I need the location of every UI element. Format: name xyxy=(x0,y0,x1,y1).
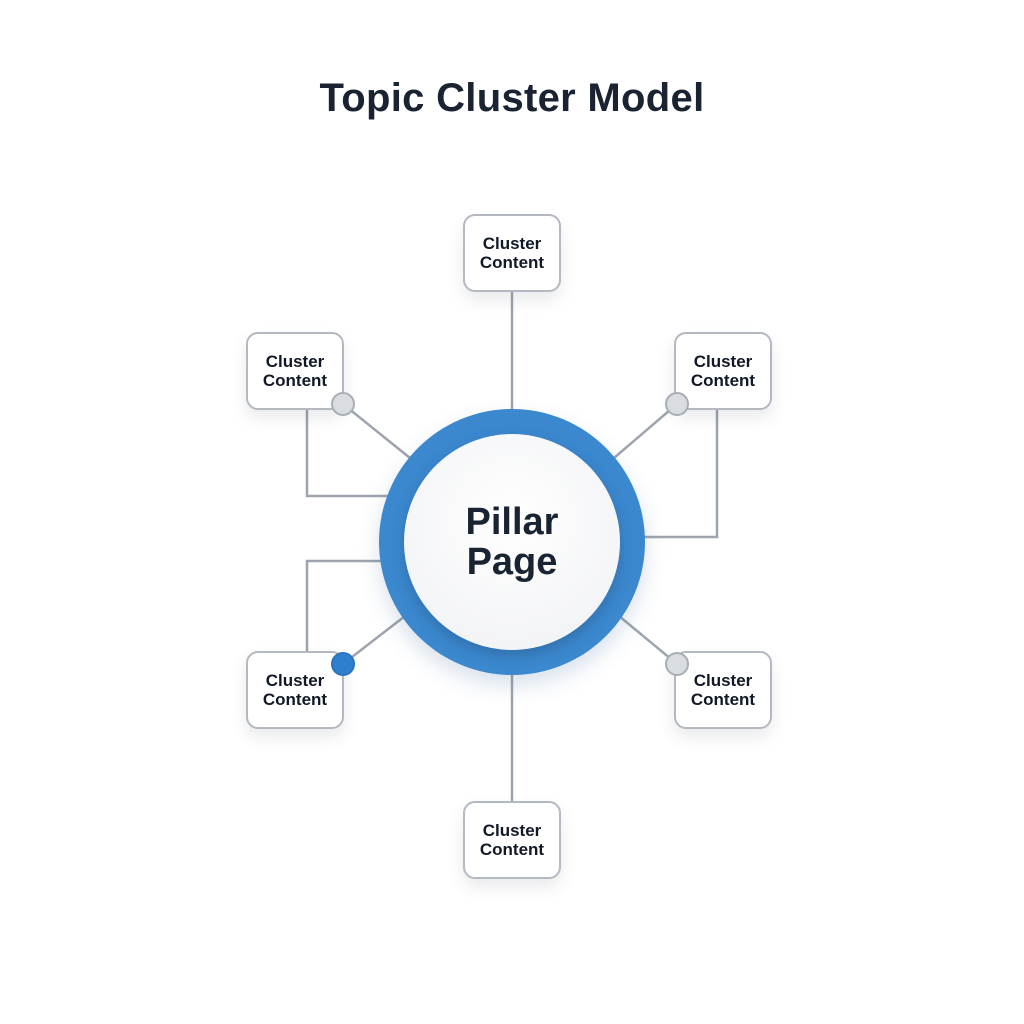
pillar-page-node[interactable]: Pillar Page xyxy=(404,434,620,650)
cluster-node-line2: Content xyxy=(479,253,545,272)
pillar-label-line2: Page xyxy=(466,541,558,583)
cluster-node-line2: Content xyxy=(690,690,756,709)
cluster-node-line2: Content xyxy=(262,371,328,390)
cluster-node-line1: Cluster xyxy=(693,671,753,690)
link-bottom-left-elbow xyxy=(305,559,384,654)
cluster-node-line1: Cluster xyxy=(482,821,542,840)
cluster-node-line1: Cluster xyxy=(265,671,325,690)
link-bottom-left-diagonal xyxy=(341,614,407,666)
cluster-node-line1: Cluster xyxy=(482,234,542,253)
cluster-node-line2: Content xyxy=(262,690,328,709)
cluster-node-line2: Content xyxy=(479,840,545,859)
cluster-node-line2: Content xyxy=(690,371,756,390)
cluster-node-line1: Cluster xyxy=(693,352,753,371)
pillar-label-line1: Pillar xyxy=(465,501,559,543)
cluster-content-node-top-right[interactable]: Cluster Content xyxy=(674,332,772,410)
connector-dot-top-right[interactable] xyxy=(665,392,689,416)
cluster-content-node-bottom-right[interactable]: Cluster Content xyxy=(674,651,772,729)
link-top-right-diagonal xyxy=(612,402,679,460)
cluster-content-node-bottom[interactable]: Cluster Content xyxy=(463,801,561,879)
cluster-content-node-bottom-left[interactable]: Cluster Content xyxy=(246,651,344,729)
diagram-title: Topic Cluster Model xyxy=(319,76,705,120)
connector-dot-bottom-left-active[interactable] xyxy=(331,652,355,676)
link-top-left-elbow xyxy=(305,408,391,498)
link-top-left-diagonal xyxy=(341,402,412,460)
cluster-content-node-top-left[interactable]: Cluster Content xyxy=(246,332,344,410)
link-top-right-elbow xyxy=(643,408,719,539)
connector-dot-bottom-right[interactable] xyxy=(665,652,689,676)
cluster-content-node-top[interactable]: Cluster Content xyxy=(463,214,561,292)
cluster-node-line1: Cluster xyxy=(265,352,325,371)
connector-dot-top-left[interactable] xyxy=(331,392,355,416)
